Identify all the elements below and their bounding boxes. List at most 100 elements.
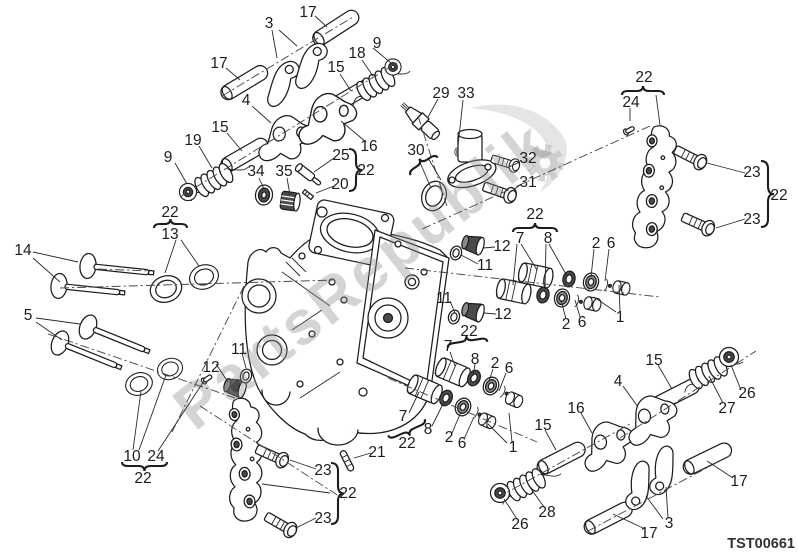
plug-35 <box>279 190 302 213</box>
part-callout-15: 15 <box>534 417 551 434</box>
callout-leader <box>487 423 508 444</box>
group-brace <box>152 218 189 229</box>
axis-centerline <box>619 350 757 439</box>
part-callout-31: 31 <box>519 174 536 191</box>
part-callout-22: 22 <box>339 485 356 502</box>
axis-centerline <box>59 279 336 289</box>
callout-leader <box>451 411 462 434</box>
axis-centerline <box>587 454 732 532</box>
callout-leader <box>548 243 568 277</box>
callout-leader <box>593 296 617 313</box>
part-callout-7: 7 <box>516 230 525 247</box>
seat-9a <box>384 58 402 76</box>
callout-leader <box>472 363 476 377</box>
callout-leader <box>314 15 328 28</box>
part-callout-11: 11 <box>231 341 247 358</box>
screw-20 <box>301 188 315 201</box>
callout-leader <box>289 459 317 470</box>
seal-10a <box>121 368 157 400</box>
guide-12b <box>459 299 487 324</box>
group-braces <box>120 85 775 526</box>
part-callout-6: 6 <box>607 235 616 252</box>
axis-centerline <box>221 16 354 97</box>
callout-leader <box>261 483 331 494</box>
seal-13a <box>145 270 187 308</box>
callout-leader <box>427 157 442 181</box>
callout-leader <box>498 372 507 392</box>
part-callout-26: 26 <box>738 385 755 402</box>
part-callout-22: 22 <box>526 206 543 223</box>
axis-centerline <box>47 333 236 399</box>
retainer-2c <box>479 374 503 398</box>
seat-26b <box>718 346 740 368</box>
callout-leader <box>313 157 335 173</box>
part-callout-17: 17 <box>210 55 227 72</box>
callout-leader <box>427 98 439 118</box>
callout-leader <box>241 352 247 369</box>
group-brace <box>620 85 666 96</box>
part-callout-27: 27 <box>718 400 735 417</box>
part-callout-16: 16 <box>567 400 584 417</box>
callout-leader <box>622 385 639 408</box>
callout-leader <box>215 363 229 383</box>
part-callout-7: 7 <box>444 338 453 355</box>
part-callout-3: 3 <box>665 515 674 532</box>
callout-leader <box>32 257 61 283</box>
part-callout-15: 15 <box>211 119 228 136</box>
callout-leader <box>35 321 63 341</box>
part-callout-24: 24 <box>622 94 640 111</box>
adjuster-25 <box>294 163 322 186</box>
part-callout-11: 11 <box>477 257 493 274</box>
part-callout-26: 26 <box>511 516 528 533</box>
part-callout-2: 2 <box>445 429 454 446</box>
callout-leader <box>706 460 734 479</box>
axis-centerline <box>419 125 651 231</box>
seal-13b <box>185 260 223 294</box>
part-callout-23: 23 <box>743 211 760 228</box>
shaft-17d <box>680 439 735 478</box>
callout-leader <box>730 364 742 391</box>
callout-leader <box>132 390 142 451</box>
part-callout-17: 17 <box>640 525 657 542</box>
gear-hole <box>539 157 551 169</box>
centerlines <box>47 16 757 532</box>
part-callout-12: 12 <box>494 306 511 323</box>
group-brace <box>120 461 169 472</box>
axis-centerline <box>179 61 399 198</box>
gasket-30 <box>420 180 448 212</box>
washer-34 <box>253 183 275 207</box>
callout-leader <box>35 317 81 325</box>
union-body <box>447 128 497 189</box>
callout-leader <box>574 299 581 318</box>
part-callout-15: 15 <box>327 59 344 76</box>
axis-centerline <box>171 285 245 433</box>
part-callout-13: 13 <box>161 226 178 243</box>
axis-centerline <box>97 268 151 272</box>
part-callout-33: 33 <box>457 85 474 102</box>
stud-21 <box>338 449 356 473</box>
part-callout-23: 23 <box>743 164 760 181</box>
artwork <box>47 6 746 541</box>
part-callout-6: 6 <box>505 360 514 377</box>
part-callout-8: 8 <box>424 421 433 438</box>
group-brace <box>511 222 559 233</box>
part-callout-14: 14 <box>14 242 32 259</box>
part-callout-30: 30 <box>407 142 425 159</box>
part-callout-18: 18 <box>348 45 365 62</box>
part-callout-2: 2 <box>592 235 601 252</box>
part-callout-6: 6 <box>578 314 587 331</box>
part-callout-5: 5 <box>24 307 33 324</box>
callout-leader <box>544 243 547 290</box>
callout-leader <box>157 380 205 452</box>
callout-leader <box>361 59 374 77</box>
callout-leader <box>612 513 646 530</box>
axis-centerline <box>417 115 448 207</box>
part-callout-20: 20 <box>331 176 349 193</box>
seat-9b <box>178 182 198 202</box>
callout-leader <box>340 120 367 143</box>
axis-centerline <box>404 267 661 298</box>
callout-leader <box>604 248 610 282</box>
cylinder-head <box>241 199 450 446</box>
